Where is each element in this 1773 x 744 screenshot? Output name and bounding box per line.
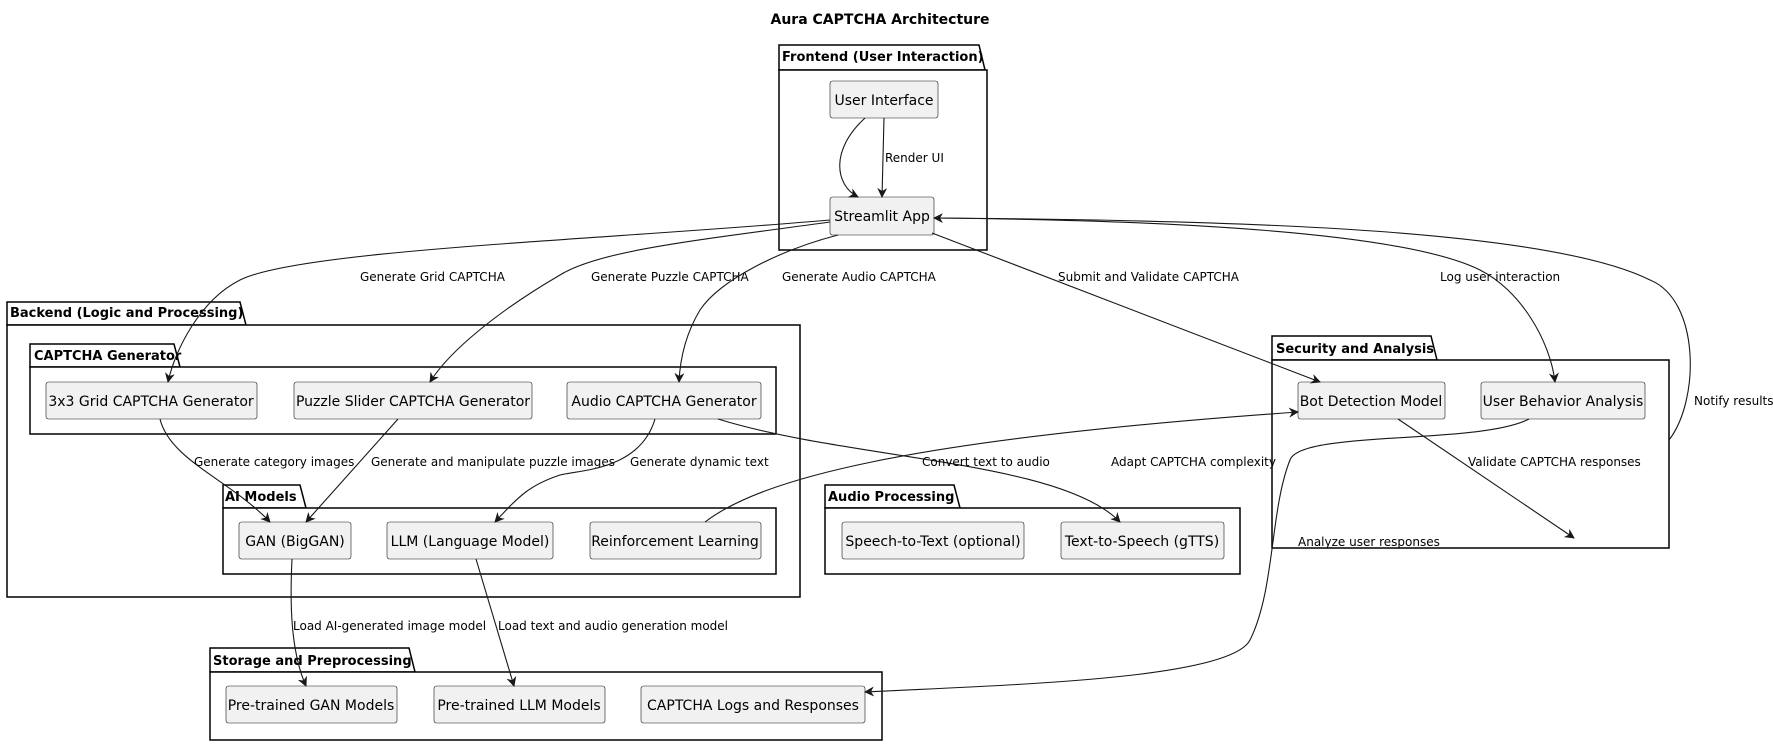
package-title-backend: Backend (Logic and Processing) — [10, 306, 243, 321]
edge-gen-puzzle-images — [305, 418, 399, 523]
edge-load-image-model — [290, 558, 307, 687]
edge-notify-results — [933, 213, 1691, 441]
node-reinforcement-learning[interactable]: Reinforcement Learning — [589, 521, 762, 560]
edge-gen-puzzle — [429, 221, 831, 383]
edge-label-notify-results: Notify results — [1694, 394, 1773, 408]
edge-label-log-interaction: Log user interaction — [1440, 270, 1560, 284]
package-title-storage: Storage and Preprocessing — [213, 654, 412, 669]
package-title-ai-models: AI Models — [225, 490, 297, 505]
node-captcha-logs[interactable]: CAPTCHA Logs and Responses — [640, 685, 866, 724]
edge-submit-validate — [931, 232, 1321, 384]
edge-label-gen-dynamic-text: Generate dynamic text — [630, 455, 769, 469]
node-gan[interactable]: GAN (BigGAN) — [238, 521, 352, 560]
node-label: CAPTCHA Logs and Responses — [647, 698, 859, 714]
edge-label-analyze-responses: Analyze user responses — [1298, 535, 1440, 549]
edge-label-gen-audio: Generate Audio CAPTCHA — [782, 270, 937, 284]
package-security: Security and Analysis — [1271, 335, 1670, 549]
node-puzzle-generator[interactable]: Puzzle Slider CAPTCHA Generator — [293, 381, 533, 420]
edge-label-validate-responses: Validate CAPTCHA responses — [1468, 455, 1641, 469]
node-grid-generator[interactable]: 3x3 Grid CAPTCHA Generator — [45, 381, 258, 420]
node-label: Pre-trained GAN Models — [228, 698, 395, 714]
edge-label-convert-audio: Convert text to audio — [922, 455, 1050, 469]
node-streamlit-app[interactable]: Streamlit App — [829, 196, 935, 236]
node-label: Bot Detection Model — [1300, 394, 1443, 410]
edge-label-gen-grid: Generate Grid CAPTCHA — [360, 270, 506, 284]
edge-label-gen-puzzle-images: Generate and manipulate puzzle images — [371, 455, 615, 469]
node-bot-detection[interactable]: Bot Detection Model — [1297, 381, 1446, 420]
node-label: Reinforcement Learning — [591, 534, 759, 550]
edge-label-gen-category-images: Generate category images — [194, 455, 354, 469]
node-llm-models[interactable]: Pre-trained LLM Models — [433, 685, 606, 724]
node-text-to-speech[interactable]: Text-to-Speech (gTTS) — [1060, 521, 1225, 560]
edge-label-submit-validate: Submit and Validate CAPTCHA — [1058, 270, 1240, 284]
node-label: User Behavior Analysis — [1483, 394, 1644, 410]
node-label: Text-to-Speech (gTTS) — [1064, 534, 1219, 550]
node-gan-models[interactable]: Pre-trained GAN Models — [225, 685, 398, 724]
package-title-frontend: Frontend (User Interaction) — [782, 50, 984, 65]
edge-label-load-image-model: Load AI-generated image model — [293, 619, 486, 633]
edge-label-adapt-complexity: Adapt CAPTCHA complexity — [1111, 455, 1276, 469]
node-label: User Interface — [834, 93, 933, 109]
node-speech-to-text[interactable]: Speech-to-Text (optional) — [841, 521, 1025, 560]
node-label: Speech-to-Text (optional) — [845, 534, 1020, 550]
edge-gen-grid — [165, 219, 831, 383]
node-label: Pre-trained LLM Models — [437, 698, 600, 714]
node-label: Audio CAPTCHA Generator — [571, 394, 756, 410]
node-label: GAN (BigGAN) — [245, 534, 345, 550]
node-audio-generator[interactable]: Audio CAPTCHA Generator — [566, 381, 762, 420]
node-label: Puzzle Slider CAPTCHA Generator — [296, 394, 530, 410]
edge-gen-audio — [674, 234, 839, 383]
edge-render-ui — [877, 117, 888, 198]
package-title-security: Security and Analysis — [1276, 342, 1434, 357]
node-label: LLM (Language Model) — [391, 534, 550, 550]
edge-label-load-text-model: Load text and audio generation model — [498, 619, 728, 633]
edge-convert-audio — [717, 418, 1121, 523]
edge-ui-streamlit-curve — [839, 117, 866, 198]
edge-gen-dynamic-text — [494, 418, 656, 523]
edge-label-gen-puzzle: Generate Puzzle CAPTCHA — [591, 270, 749, 284]
edge-analyze-responses — [864, 418, 1530, 697]
package-title-audio-processing: Audio Processing — [828, 490, 954, 505]
node-label: Streamlit App — [834, 209, 930, 225]
edge-validate-responses — [1397, 418, 1575, 539]
node-user-behavior[interactable]: User Behavior Analysis — [1480, 381, 1646, 420]
edge-load-text-model — [475, 558, 517, 687]
node-label: 3x3 Grid CAPTCHA Generator — [48, 394, 254, 410]
node-llm[interactable]: LLM (Language Model) — [386, 521, 554, 560]
node-user-interface[interactable]: User Interface — [829, 80, 939, 119]
edge-log-interaction — [933, 217, 1559, 383]
edge-gen-category-images — [159, 418, 271, 523]
package-title-captcha-generator: CAPTCHA Generator — [34, 349, 182, 364]
edge-label-render-ui: Render UI — [885, 151, 944, 165]
edge-adapt-complexity — [704, 407, 1299, 523]
diagram-title: Aura CAPTCHA Architecture — [771, 12, 990, 28]
